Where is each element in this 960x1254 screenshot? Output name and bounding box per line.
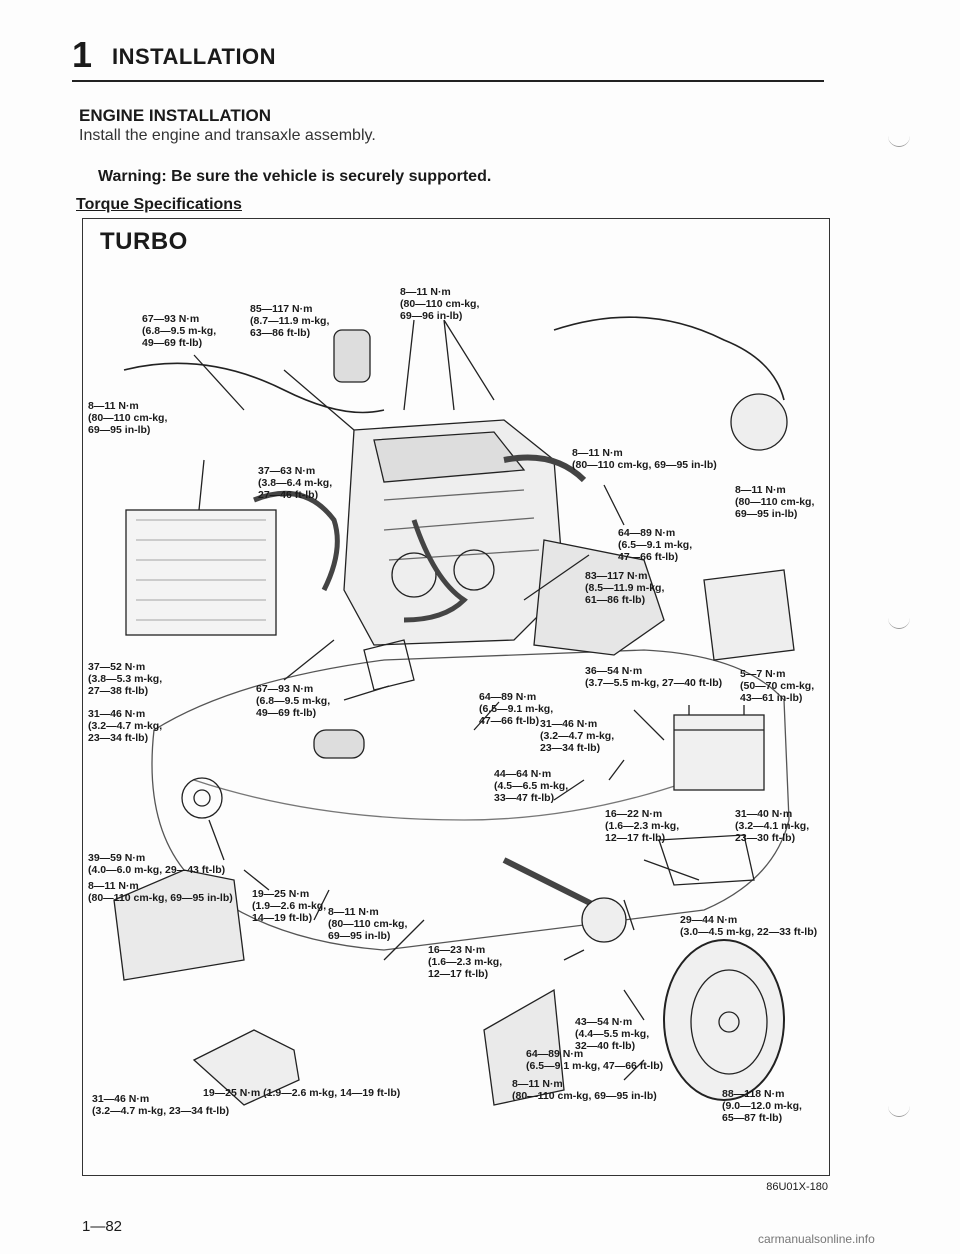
torque-callout: 8—11 N·m (80—110 cm-kg, 69—95 in-lb) (735, 484, 815, 521)
torque-heading: Torque Specifications (76, 196, 242, 213)
torque-callout: 19—25 N·m (1.9—2.6 m-kg, 14—19 ft-lb) (252, 888, 327, 925)
variant-label: TURBO (100, 228, 188, 255)
torque-callout: 8—11 N·m (80—110 cm-kg, 69—95 in-lb) (88, 400, 168, 437)
section-title: ENGINE INSTALLATION (79, 106, 272, 125)
warning-text: Warning: Be sure the vehicle is securely… (98, 168, 492, 185)
torque-callout: 29—44 N·m (3.0—4.5 m-kg, 22—33 ft-lb) (680, 914, 818, 939)
torque-callout: 37—52 N·m (3.8—5.3 m-kg, 27—38 ft-lb) (88, 661, 163, 698)
chapter-title: INSTALLATION (112, 44, 277, 69)
torque-callout: 8—11 N·m (80—110 cm-kg, 69—95 in-lb) (88, 880, 233, 905)
torque-callout: 31—46 N·m (3.2—4.7 m-kg, 23—34 ft-lb) (92, 1093, 230, 1118)
torque-callout: 16—22 N·m (1.6—2.3 m-kg, 12—17 ft-lb) (605, 808, 680, 845)
engine-installation-drawing (113, 316, 795, 1106)
torque-callout: 67—93 N·m (6.8—9.5 m-kg, 49—69 ft-lb) (142, 313, 217, 350)
torque-callout: 19—25 N·m (1.9—2.6 m-kg, 14—19 ft-lb) (203, 1087, 401, 1099)
chapter-number: 1 (72, 34, 93, 75)
section-subtitle: Install the engine and transaxle assembl… (79, 127, 376, 144)
page-number: 1—82 (82, 1218, 123, 1235)
torque-callout: 83—117 N·m (8.5—11.9 m-kg, 61—86 ft-lb) (585, 570, 665, 607)
torque-callout: 37—63 N·m (3.8—6.4 m-kg, 27—46 ft-lb) (258, 465, 333, 502)
margin-mark (888, 1106, 910, 1117)
diagram-frame (82, 218, 830, 1176)
torque-callout: 36—54 N·m (3.7—5.5 m-kg, 27—40 ft-lb) (585, 665, 723, 690)
torque-callout: 43—54 N·m (4.4—5.5 m-kg, 32—40 ft-lb) (575, 1016, 650, 1053)
torque-callout: 88—118 N·m (9.0—12.0 m-kg, 65—87 ft-lb) (722, 1088, 802, 1125)
margin-mark (888, 136, 910, 147)
torque-callout: 8—11 N·m (80—110 cm-kg, 69—95 in-lb) (572, 447, 717, 472)
torque-callout: 8—11 N·m (80—110 cm-kg, 69—95 in-lb) (328, 906, 408, 943)
torque-callout: 5—7 N·m (50—70 cm-kg, 43—61 in-lb) (740, 668, 815, 705)
figure-code: 86U01X-180 (766, 1181, 828, 1193)
torque-callout: 31—46 N·m (3.2—4.7 m-kg, 23—34 ft-lb) (540, 718, 615, 755)
watermark-text: carmanualsonline.info (758, 1232, 875, 1246)
torque-callout: 44—64 N·m (4.5—6.5 m-kg, 33—47 ft-lb) (494, 768, 569, 805)
torque-callout: 85—117 N·m (8.7—11.9 m-kg, 63—86 ft-lb) (250, 303, 330, 340)
torque-callout: 67—93 N·m (6.8—9.5 m-kg, 49—69 ft-lb) (256, 683, 331, 720)
torque-callout: 64—89 N·m (6.5—9.1 m-kg, 47—66 ft-lb) (479, 691, 554, 728)
torque-callout: 31—46 N·m (3.2—4.7 m-kg, 23—34 ft-lb) (88, 708, 163, 745)
torque-callout: 16—23 N·m (1.6—2.3 m-kg, 12—17 ft-lb) (428, 944, 503, 981)
torque-callout: 64—89 N·m (6.5—9.1 m-kg, 47—66 ft-lb) (618, 527, 693, 564)
torque-callout: 8—11 N·m (80—110 cm-kg, 69—96 in-lb) (400, 286, 480, 323)
page-header: 1 INSTALLATION (72, 34, 824, 82)
torque-callout: 8—11 N·m (80—110 cm-kg, 69—95 in-lb) (512, 1078, 657, 1103)
torque-callout: 64—89 N·m (6.5—9.1 m-kg, 47—66 ft-lb) (526, 1048, 664, 1073)
torque-callout: 31—40 N·m (3.2—4.1 m-kg, 23—30 ft-lb) (735, 808, 810, 845)
margin-mark (888, 618, 910, 629)
torque-callout: 39—59 N·m (4.0—6.0 m-kg, 29—43 ft-lb) (88, 852, 226, 877)
